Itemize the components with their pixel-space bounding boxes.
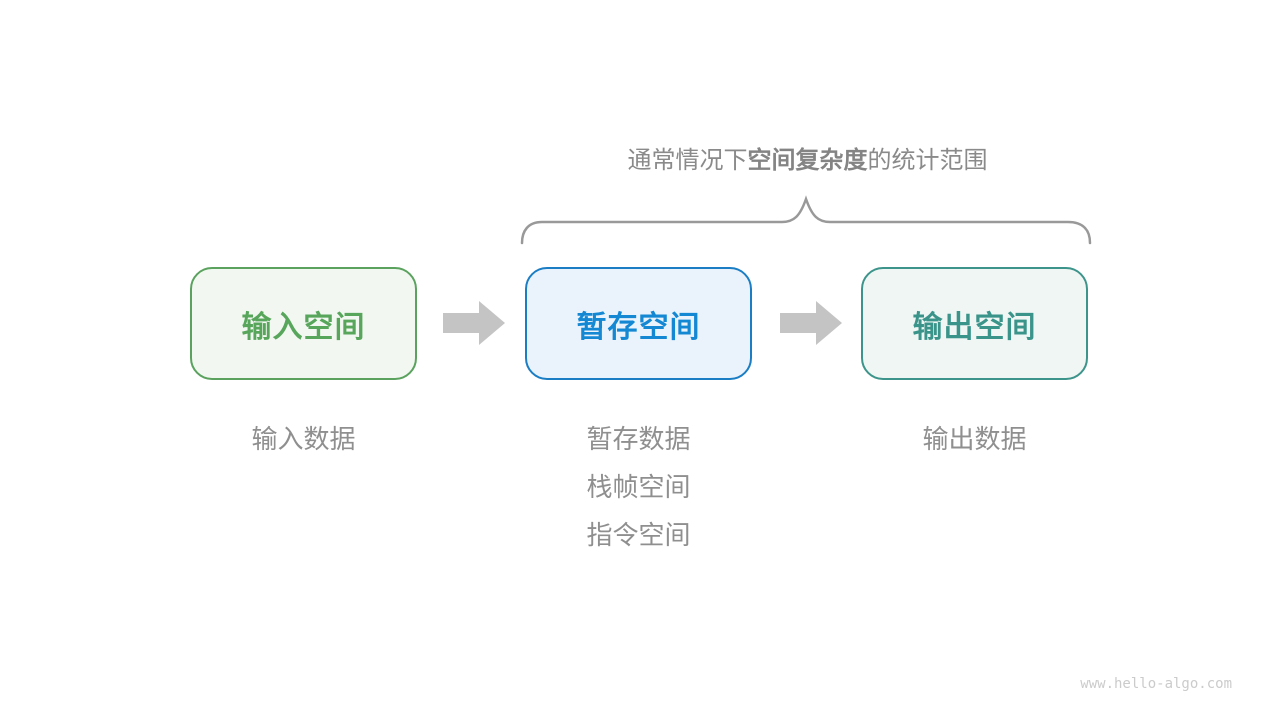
watermark: www.hello-algo.com [1080,676,1232,692]
sublabel-instruction-space: 指令空间 [586,520,691,550]
arrow-right-icon [443,301,505,345]
diagram-title: 通常情况下空间复杂度的统计范围 [515,146,1100,176]
box-output-space: 输出空间 [861,267,1088,380]
overbrace-icon [520,195,1092,245]
sublabel-input-data: 输入数据 [251,424,356,454]
box-temporary-space-label: 暂存空间 [576,310,701,344]
title-suffix: 的统计范围 [867,147,988,174]
box-input-space: 输入空间 [190,267,417,380]
sublabel-stack-frame-space: 栈帧空间 [586,472,691,502]
box-output-space-label: 输出空间 [912,310,1037,344]
box-temporary-space: 暂存空间 [525,267,752,380]
sublabel-output-data: 输出数据 [922,424,1027,454]
sublabel-temporary-data: 暂存数据 [586,424,691,454]
arrow-right-icon [780,301,842,345]
title-bold-term: 空间复杂度 [747,147,868,174]
title-prefix: 通常情况下 [627,147,748,174]
box-input-space-label: 输入空间 [241,310,366,344]
